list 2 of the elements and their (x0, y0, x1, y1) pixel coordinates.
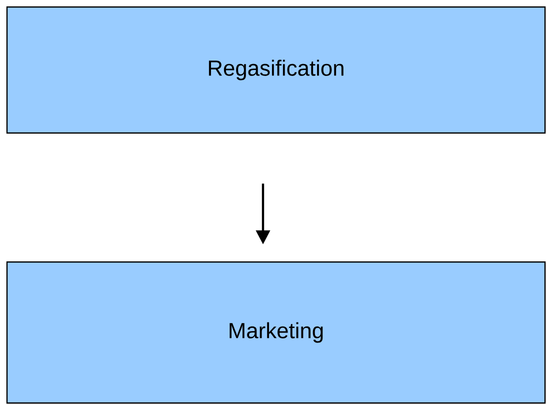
process-box: Regasification (6, 6, 546, 134)
process-box: Marketing (6, 261, 546, 404)
